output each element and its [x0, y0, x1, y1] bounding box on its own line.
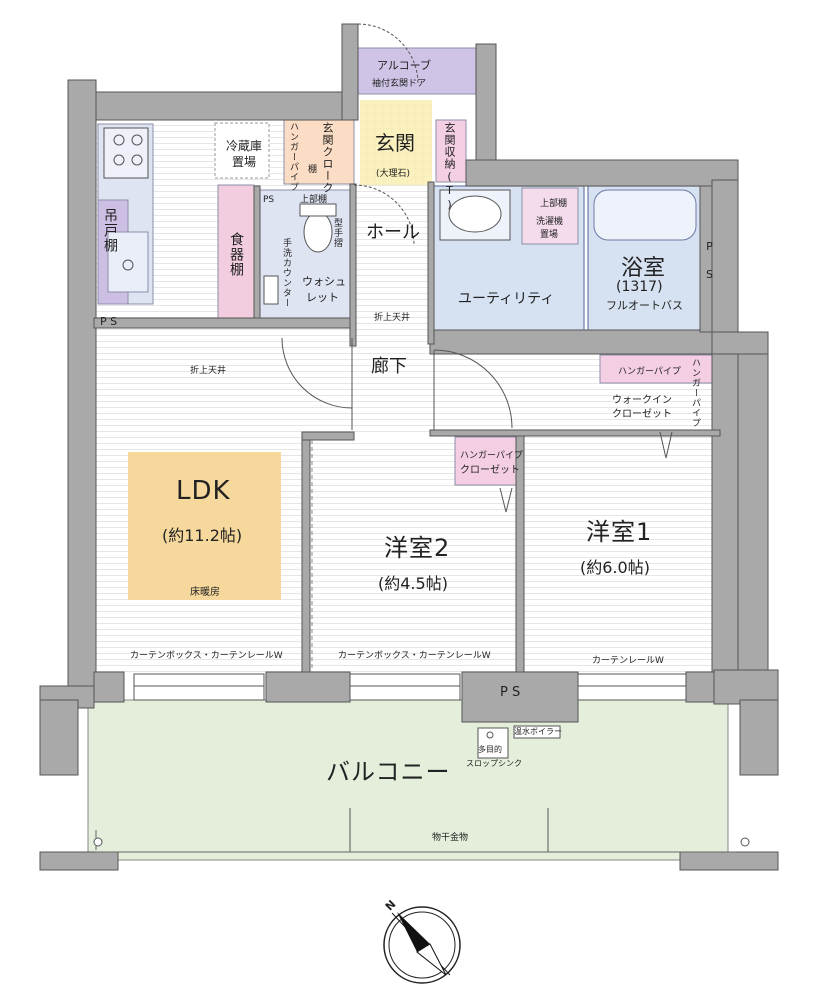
laundry-label: 物干金物	[432, 833, 469, 843]
windows	[133, 673, 687, 701]
closet-hanger-label: ハンガーパイプ	[460, 451, 523, 461]
sink-basin	[107, 231, 149, 293]
walkin-hanger	[599, 354, 715, 384]
balcony-title: バルコニー	[326, 758, 451, 786]
compass	[383, 906, 461, 984]
genkan-title: 玄関	[375, 131, 415, 155]
type-shelf: 型手摺	[332, 218, 342, 248]
hanging-cabinet-label: 吊戸棚	[102, 208, 118, 253]
door-label: 袖付玄関ドア	[372, 79, 427, 89]
hall-ceiling: 折上天井	[374, 313, 411, 323]
ldk-heating	[128, 452, 281, 600]
ps-balcony: P S	[500, 685, 521, 700]
western2-curtain: カーテンボックス・カーテンレールW	[338, 651, 491, 661]
genkan-storage	[435, 119, 467, 183]
tana-label: 棚	[308, 165, 318, 175]
genkan-sub: (大理石)	[376, 169, 411, 179]
hall-floor	[354, 185, 432, 345]
genkan-cloak	[283, 119, 355, 185]
washlet-label-1: ウォシュ	[302, 275, 346, 288]
ldk-note: 床暖房	[190, 587, 220, 598]
ldk-size: (約11.2帖)	[162, 526, 243, 545]
bath-sub: フルオートバス	[606, 299, 683, 312]
slop-sink-top: 多目的	[478, 745, 502, 754]
alcove-label: アルコーブ	[377, 59, 432, 72]
ps-toilet: PS	[263, 195, 275, 205]
western2-size: (約4.5帖)	[378, 574, 448, 593]
western1-floor	[522, 430, 714, 675]
washer-label-2: 置場	[540, 230, 559, 240]
utility-title: ユーティリティ	[458, 291, 555, 307]
bath-title: 浴室	[621, 256, 666, 281]
bathtub	[593, 189, 697, 241]
washlet-label-2: レット	[306, 291, 339, 304]
washer-label-1: 洗濯機	[536, 217, 564, 227]
western1-curtain: カーテンレールW	[592, 656, 664, 666]
ps-bath: P S	[703, 240, 716, 282]
upper-shelf-utility: 上部棚	[540, 199, 568, 209]
hanger-pipe-cloak: ハンガーパイプ	[288, 122, 298, 192]
fridge-label-2: 置場	[232, 155, 257, 169]
ldk-ceiling: 折上天井	[190, 366, 227, 376]
western1-size: (約6.0帖)	[580, 558, 650, 577]
ps-kitchen: P S	[100, 315, 118, 328]
hall-title: ホール	[366, 222, 420, 243]
genkan-cloak-label: 玄関クローク	[321, 122, 334, 194]
closet-label: クローゼット	[460, 465, 520, 476]
upper-shelf-toilet: 上部棚	[300, 195, 328, 205]
water-heater-label: 温水ボイラー	[514, 727, 562, 736]
ldk-title: LDK	[176, 476, 231, 506]
bath-size: (1317)	[616, 279, 663, 295]
fridge-label-1: 冷蔵庫	[226, 139, 263, 153]
walkin-hanger-v: ハンガーパイプ	[690, 358, 700, 428]
pantry-label: 食器棚	[228, 232, 244, 277]
walkin-label-1: ウォークイン	[612, 395, 672, 406]
hand-wash-label: 手洗カウンター	[281, 238, 291, 308]
closet-hanger	[454, 436, 518, 486]
walls	[39, 23, 779, 871]
western1-title: 洋室1	[586, 518, 653, 546]
fixtures	[93, 23, 750, 853]
corridor-title: 廊下	[371, 356, 407, 377]
slop-sink-label: スロップシンク	[466, 759, 522, 768]
walkin-label-2: クローゼット	[612, 409, 672, 420]
genkan-storage-label: 玄関収納(T)	[443, 122, 456, 212]
pantry-area	[217, 184, 255, 329]
western2-title: 洋室2	[384, 534, 451, 562]
fridge-area	[214, 122, 270, 179]
washer-area	[521, 187, 579, 245]
entry-floor	[360, 100, 432, 185]
ldk-curtain: カーテンボックス・カーテンレールW	[130, 651, 283, 661]
walkin-hanger-label: ハンガーパイプ	[618, 367, 681, 377]
balcony-floor	[87, 699, 729, 861]
